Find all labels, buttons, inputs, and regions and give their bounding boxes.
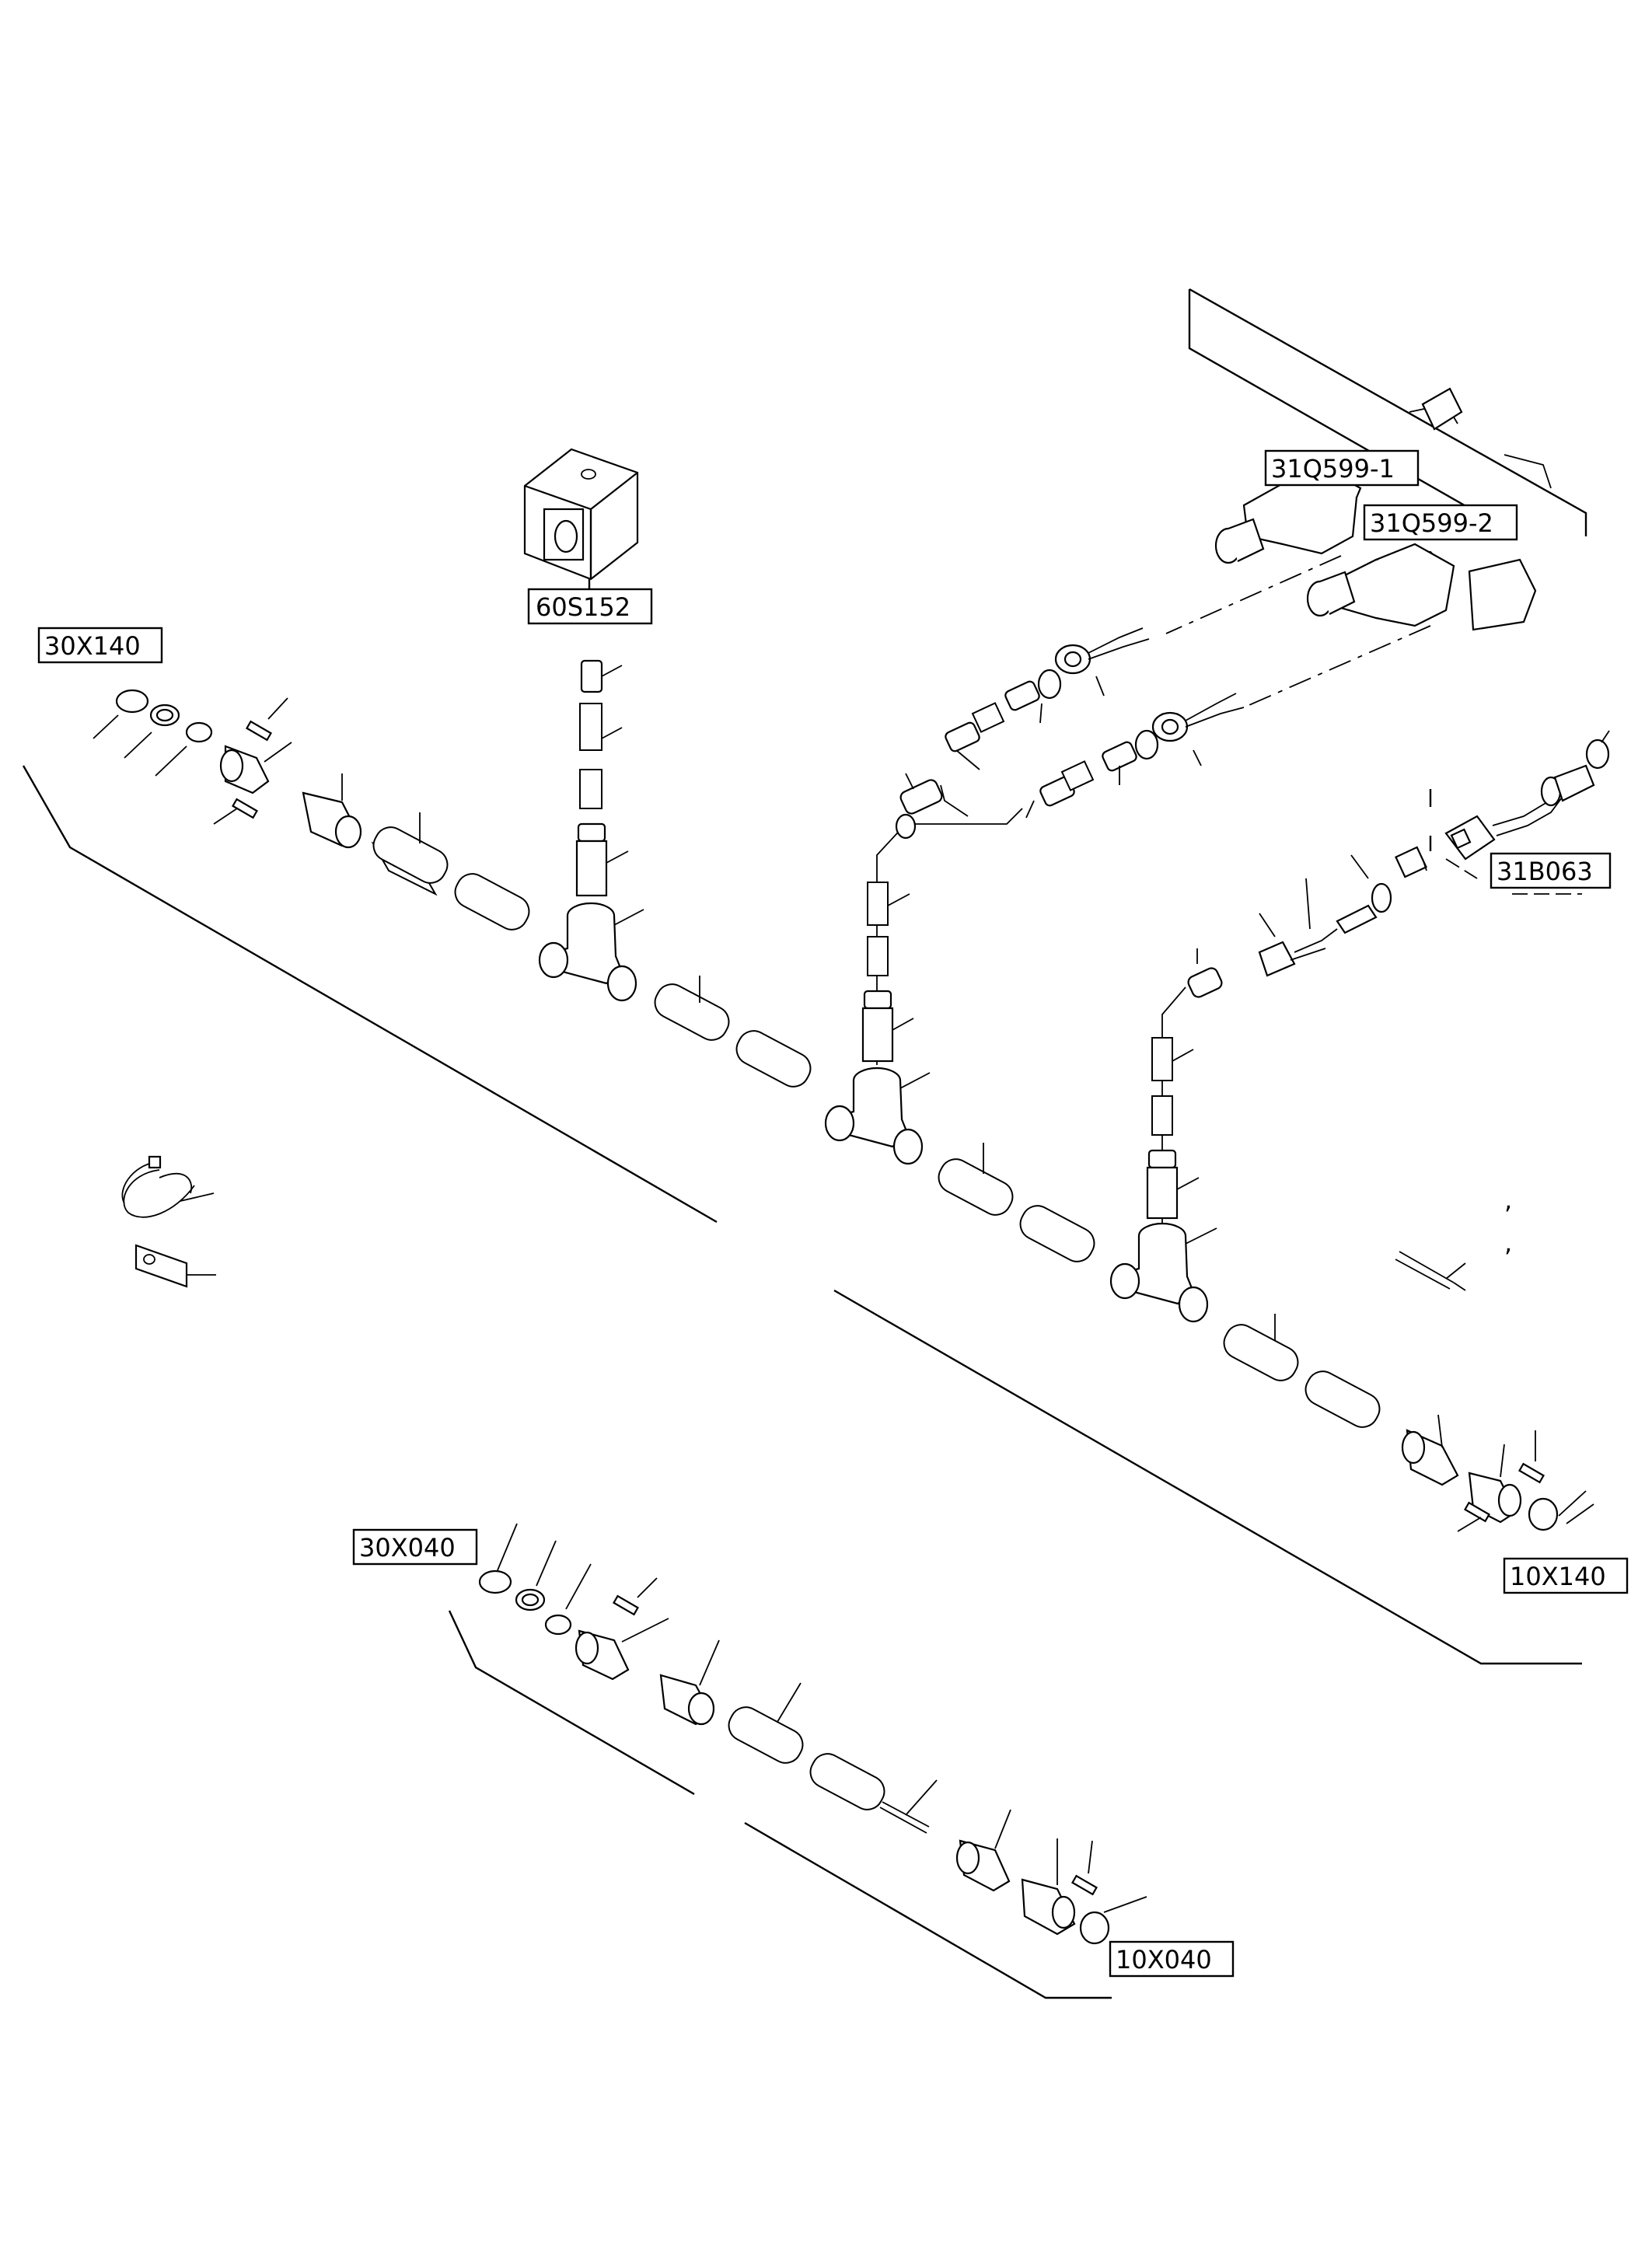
label-10x140: 10X140 — [1503, 1557, 1629, 1594]
trunk-segment-3 — [1223, 1314, 1594, 1532]
label-31q599-2: 31Q599-2 — [1363, 504, 1518, 541]
label-10x040-text: 10X040 — [1116, 1945, 1212, 1974]
rod-part-icon: , , — [1395, 1185, 1512, 1291]
lower-harness-parts — [478, 1523, 1147, 1945]
cable-tie-icon — [121, 1155, 215, 1218]
label-60s152-text: 60S152 — [536, 592, 630, 622]
branch-60s152 — [538, 659, 644, 1002]
branch-sensor — [1109, 730, 1610, 1323]
label-30x040: 30X040 — [352, 1528, 478, 1566]
label-10x040: 10X040 — [1109, 1940, 1235, 1978]
label-tag-icon — [134, 1244, 216, 1288]
connector-30x140-parts — [93, 689, 530, 930]
switch-60s152-icon — [523, 448, 639, 591]
label-30x140-text: 30X140 — [44, 631, 141, 661]
label-31q599-2-text: 31Q599-2 — [1370, 508, 1493, 538]
harness-guide-lines — [22, 765, 1582, 1999]
label-10x140-text: 10X140 — [1510, 1562, 1606, 1591]
branch-valves — [824, 627, 1245, 1165]
comma-mark-1: , — [1504, 1185, 1512, 1215]
label-31q599-1: 31Q599-1 — [1264, 449, 1420, 487]
label-60s152: 60S152 — [527, 588, 653, 625]
valve-block — [1165, 288, 1587, 708]
label-31b063-text: 31B063 — [1497, 857, 1593, 886]
label-30x040-text: 30X040 — [359, 1533, 456, 1562]
label-31q599-1-text: 31Q599-1 — [1271, 454, 1395, 484]
label-30x140: 30X140 — [37, 627, 163, 664]
label-31b063: 31B063 — [1490, 852, 1612, 889]
trunk-segment-2 — [938, 1143, 1095, 1262]
trunk-segment-1 — [654, 976, 812, 1088]
comma-mark-2: , — [1504, 1228, 1512, 1258]
